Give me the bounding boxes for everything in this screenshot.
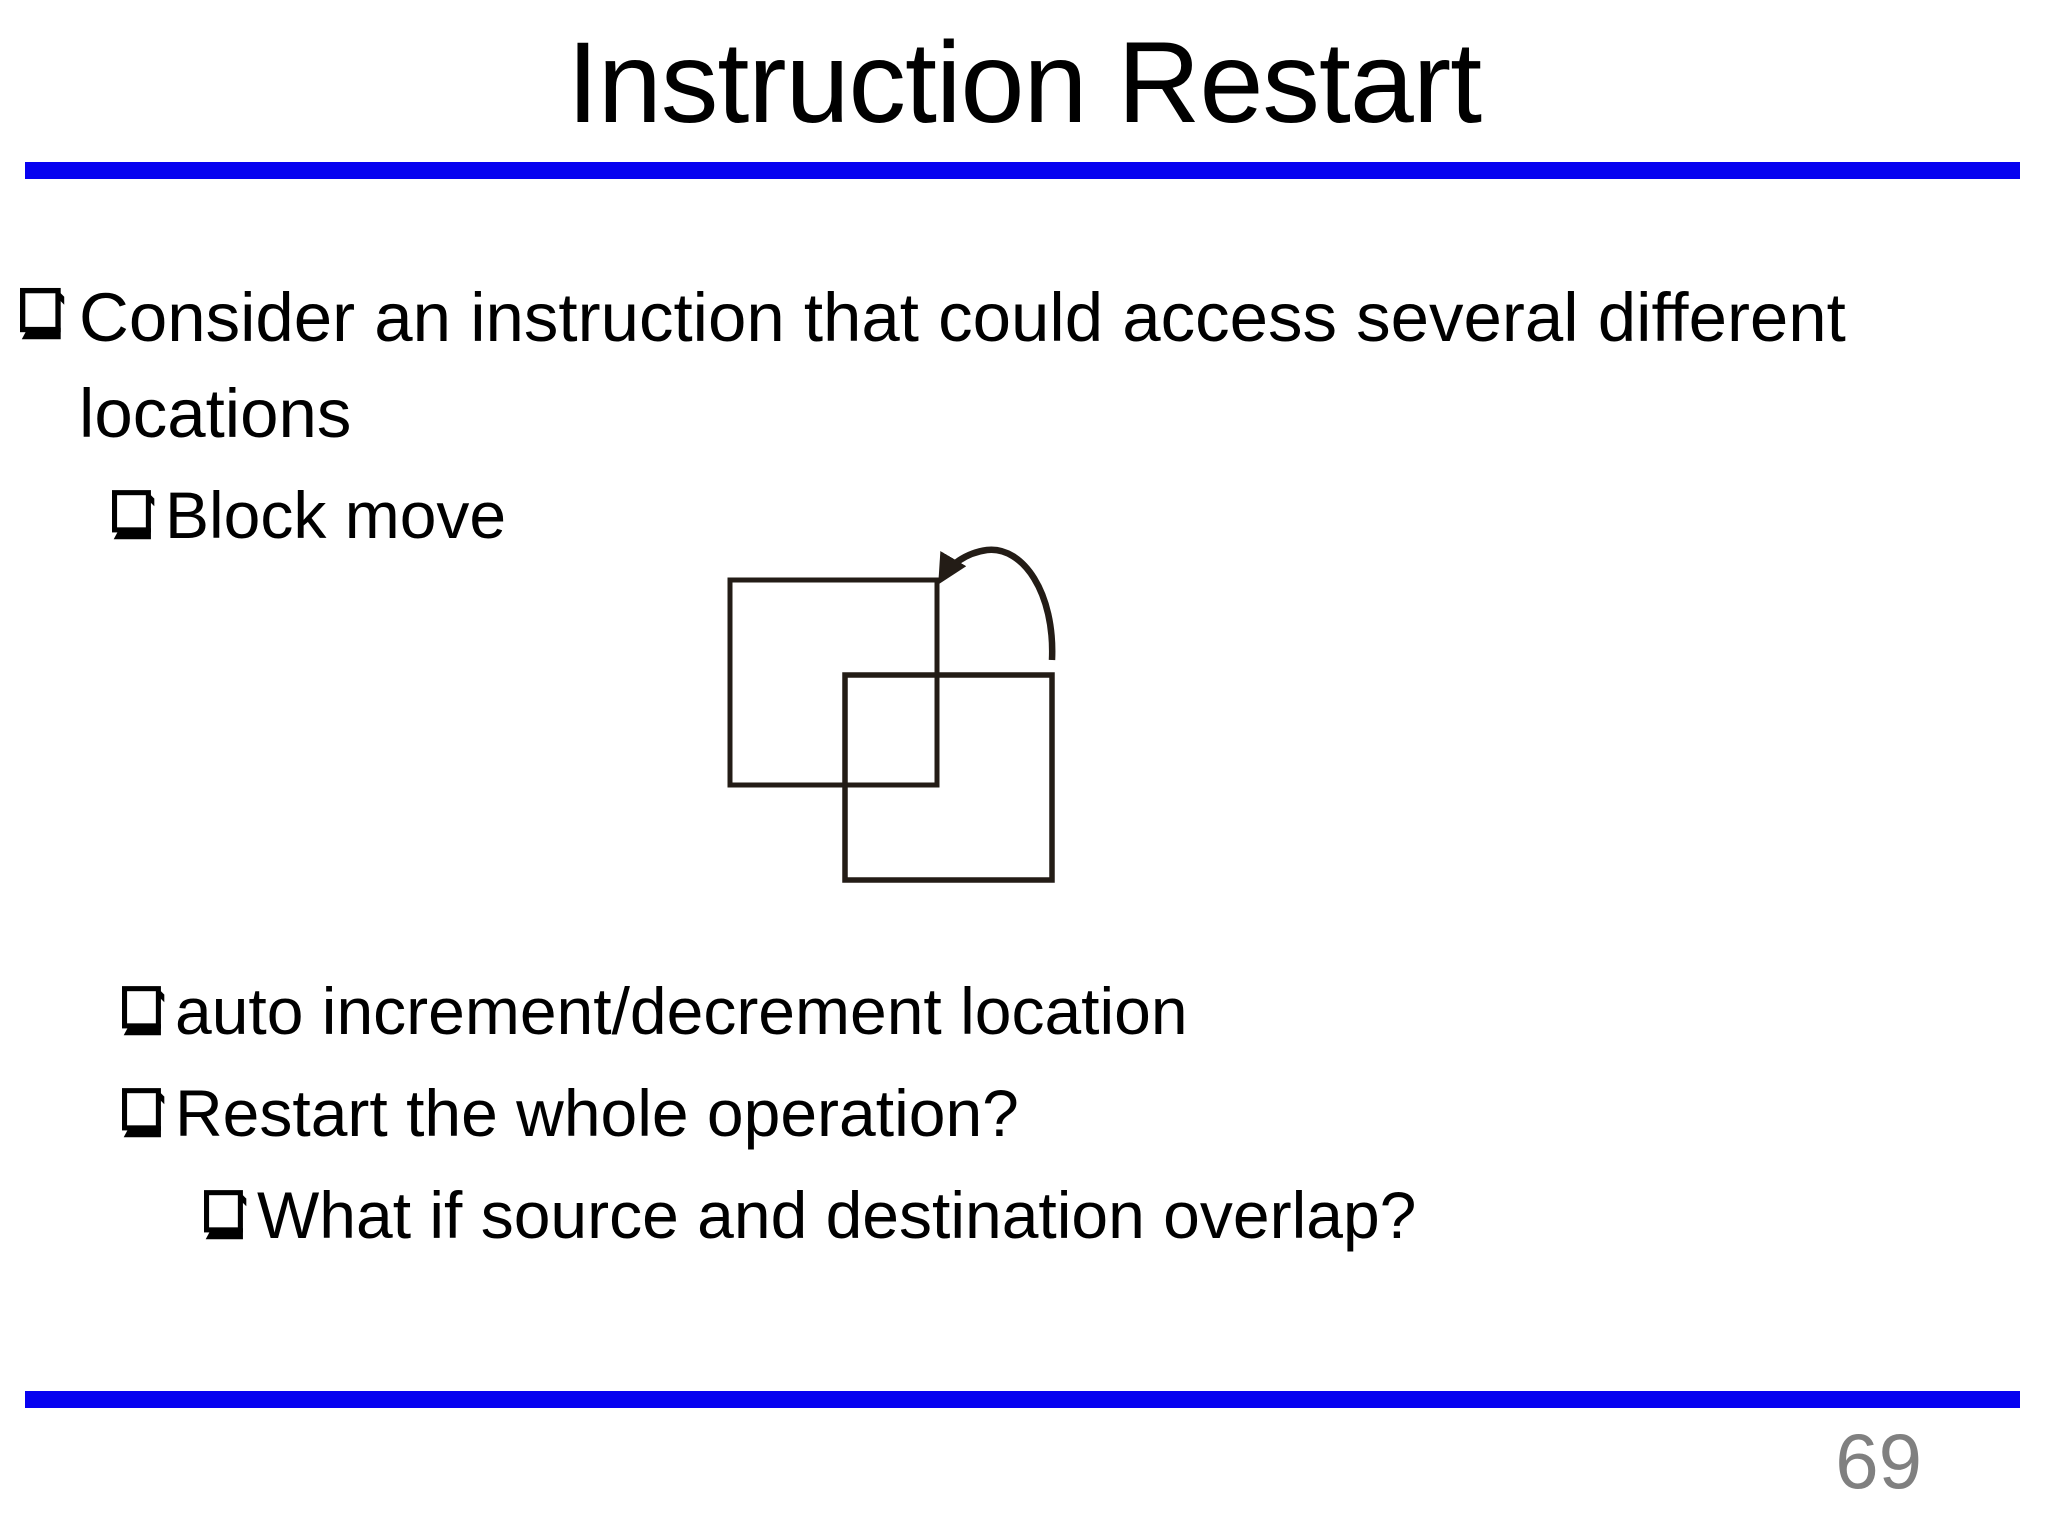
bullet-text: auto increment/decrement location [175,974,1188,1048]
bullet-text: Restart the whole operation? [175,1076,1019,1150]
destination-block-square [842,672,1055,883]
bullet-text: Block move [165,478,507,552]
checkbox-bullet-icon [20,286,66,343]
block-move-diagram [555,538,1080,913]
bullet-item-block-move: Block move [112,470,1912,560]
page-number: 69 [1835,1417,1922,1505]
bullet-item-overlap-question: What if source and destination overlap? [204,1170,1904,1260]
source-block-square [727,577,940,788]
checkbox-bullet-icon [122,1086,166,1141]
top-divider-rule [25,162,2020,179]
bullet-text: What if source and destination overlap? [257,1178,1417,1252]
slide-title: Instruction Restart [566,19,1482,147]
bullet-item-restart: Restart the whole operation? [122,1068,1922,1158]
bullet-item-auto-increment: auto increment/decrement location [122,966,1922,1056]
checkbox-bullet-icon [112,488,156,543]
checkbox-bullet-icon [204,1188,248,1243]
bottom-divider-rule [25,1391,2020,1408]
bullet-item-consider: Consider an instruction that could acces… [20,270,1995,462]
bullet-text: Consider an instruction that could acces… [79,279,1866,452]
checkbox-bullet-icon [122,984,166,1039]
overlap-arrow [938,546,1056,661]
